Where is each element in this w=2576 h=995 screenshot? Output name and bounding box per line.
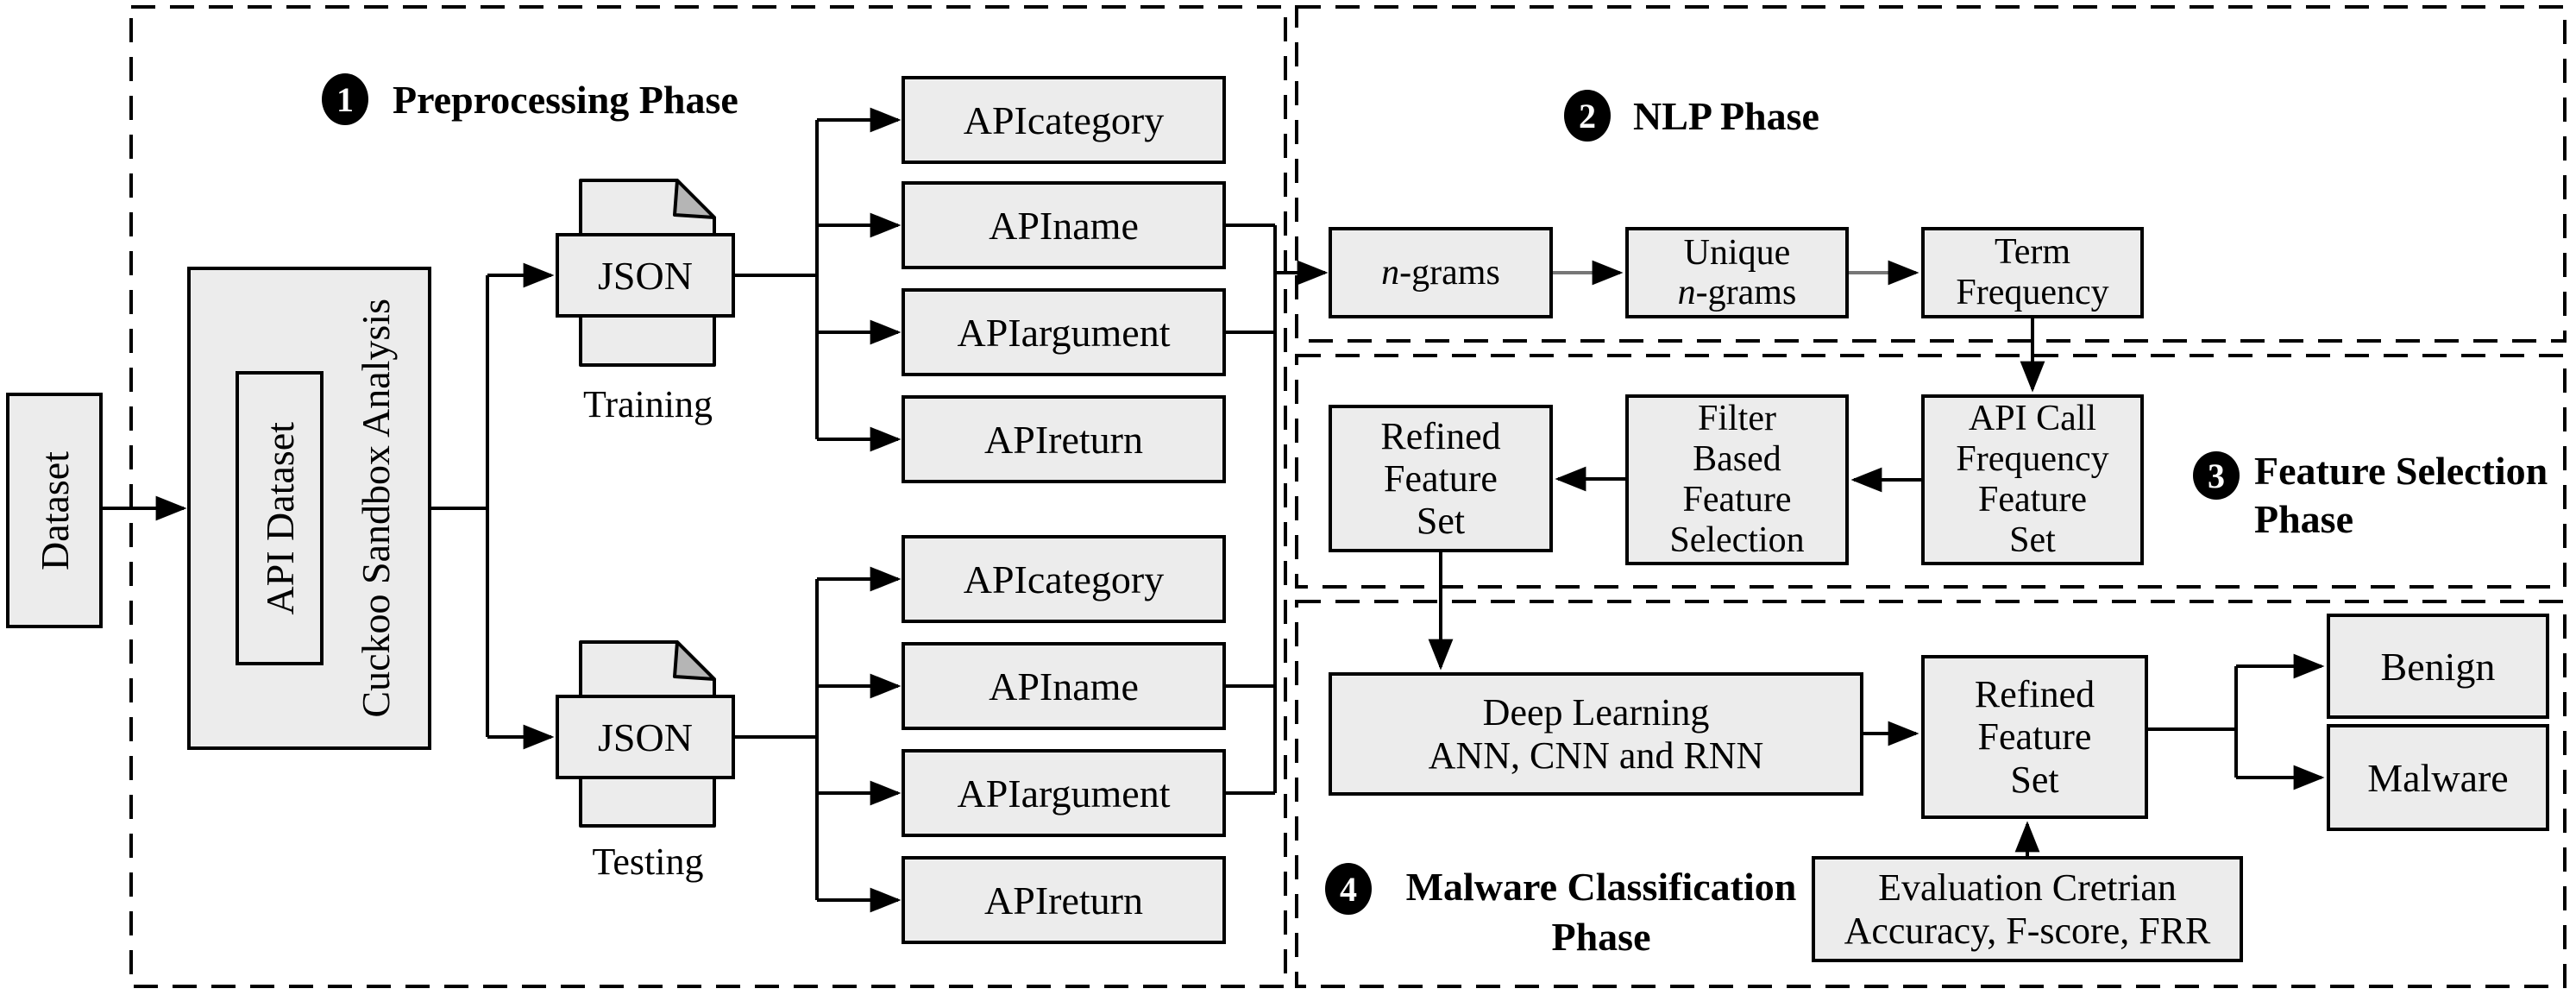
node-api-dataset: API Dataset [236, 371, 324, 665]
node-term-frequency-label: Term Frequency [1956, 231, 2109, 312]
phase-1-number-badge: 1 [322, 73, 368, 125]
node-training-apiargument: APIargument [902, 288, 1226, 376]
phase-3-boundary [1295, 354, 2567, 589]
node-evaluation-criteria-label: Evaluation Cretrian Accuracy, F-score, F… [1844, 866, 2211, 952]
node-api-call-frequency-feature-set: API Call Frequency Feature Set [1921, 394, 2144, 565]
node-benign: Benign [2327, 614, 2549, 719]
node-benign-label: Benign [2380, 644, 2496, 689]
node-deep-learning: Deep Learning ANN, CNN and RNN [1329, 672, 1863, 796]
phase-3-title: Feature Selection Phase [2254, 449, 2548, 541]
node-unique-ngrams: Unique n-grams [1625, 227, 1849, 318]
node-refined-feature-set-fs-label: Refined Feature Set [1380, 414, 1501, 543]
caption-training: Training [583, 382, 713, 425]
phase-2-boundary [1295, 5, 2567, 343]
phase-1-number: 1 [336, 79, 354, 119]
json-doc-fold-training-icon [673, 179, 716, 219]
caption-testing: Testing [592, 840, 704, 883]
phase-4-title: Malware Classification Phase [1405, 865, 1797, 959]
node-refined-feature-set-cls: Refined Feature Set [1921, 655, 2148, 819]
unique-line1: Unique [1683, 232, 1791, 273]
node-refined-feature-set-cls-label: Refined Feature Set [1974, 673, 2095, 801]
node-dataset: Dataset [6, 393, 103, 628]
phase-4-number-badge: 4 [1325, 863, 1372, 915]
node-training-apiargument-label: APIargument [957, 310, 1171, 355]
node-filter-based-feature-selection: Filter Based Feature Selection [1625, 394, 1849, 565]
node-training-apiname: APIname [902, 181, 1226, 269]
node-unique-ngrams-label: Unique n-grams [1678, 233, 1797, 312]
node-dataset-label: Dataset [32, 450, 77, 570]
phase-2-title: NLP Phase [1633, 93, 1819, 138]
node-training-apicategory-label: APIcategory [963, 98, 1165, 142]
node-evaluation-criteria: Evaluation Cretrian Accuracy, F-score, F… [1812, 856, 2243, 962]
ngrams-rest: -grams [1399, 253, 1500, 293]
phase-1-title: Preprocessing Phase [393, 77, 738, 122]
node-testing-apiname: APIname [902, 642, 1226, 730]
node-api-call-label: API Call Frequency Feature Set [1956, 398, 2109, 561]
node-filter-label: Filter Based Feature Selection [1669, 398, 1805, 561]
phase-3-number-badge: 3 [2193, 451, 2240, 500]
node-cuckoo-label-area: Cuckoo Sandbox Analysis [323, 270, 428, 746]
node-testing-apireturn: APIreturn [902, 856, 1226, 944]
phase-4-boundary [1295, 600, 2567, 988]
node-cuckoo-sandbox-analysis: API Dataset Cuckoo Sandbox Analysis [187, 267, 431, 750]
node-refined-feature-set-fs: Refined Feature Set [1329, 405, 1553, 552]
phase-4-number: 4 [1340, 869, 1357, 909]
node-cuckoo-label: Cuckoo Sandbox Analysis [353, 299, 398, 718]
node-training-apireturn-label: APIreturn [984, 417, 1143, 462]
node-training-apireturn: APIreturn [902, 395, 1226, 483]
unique-italic-n: n [1677, 273, 1696, 312]
node-api-dataset-label: API Dataset [257, 421, 302, 615]
node-malware-label: Malware [2367, 755, 2509, 800]
node-json-testing-label: JSON [598, 715, 693, 759]
node-testing-apiargument: APIargument [902, 749, 1226, 837]
node-testing-apireturn-label: APIreturn [984, 878, 1143, 923]
node-training-apiname-label: APIname [989, 203, 1139, 248]
phase-2-number: 2 [1579, 96, 1596, 135]
ngrams-n: n [1381, 253, 1400, 293]
unique-rest: -grams [1695, 273, 1797, 312]
phase-2-number-badge: 2 [1564, 90, 1611, 142]
node-training-apicategory: APIcategory [902, 76, 1226, 164]
node-json-training-label: JSON [598, 253, 693, 298]
node-deep-learning-label: Deep Learning ANN, CNN and RNN [1428, 691, 1764, 777]
node-malware: Malware [2327, 724, 2549, 831]
phase-3-number: 3 [2208, 456, 2225, 495]
node-testing-apicategory-label: APIcategory [963, 557, 1165, 601]
json-doc-fold-testing-icon [673, 640, 716, 681]
node-testing-apicategory: APIcategory [902, 535, 1226, 623]
node-json-testing: JSON [556, 695, 735, 779]
node-json-training: JSON [556, 233, 735, 318]
node-ngrams: n-grams [1329, 227, 1553, 318]
node-testing-apiname-label: APIname [989, 664, 1139, 708]
node-term-frequency: Term Frequency [1921, 227, 2144, 318]
node-ngrams-label: n-grams [1381, 252, 1500, 293]
phase-1-boundary [129, 5, 1287, 988]
node-testing-apiargument-label: APIargument [957, 771, 1171, 816]
